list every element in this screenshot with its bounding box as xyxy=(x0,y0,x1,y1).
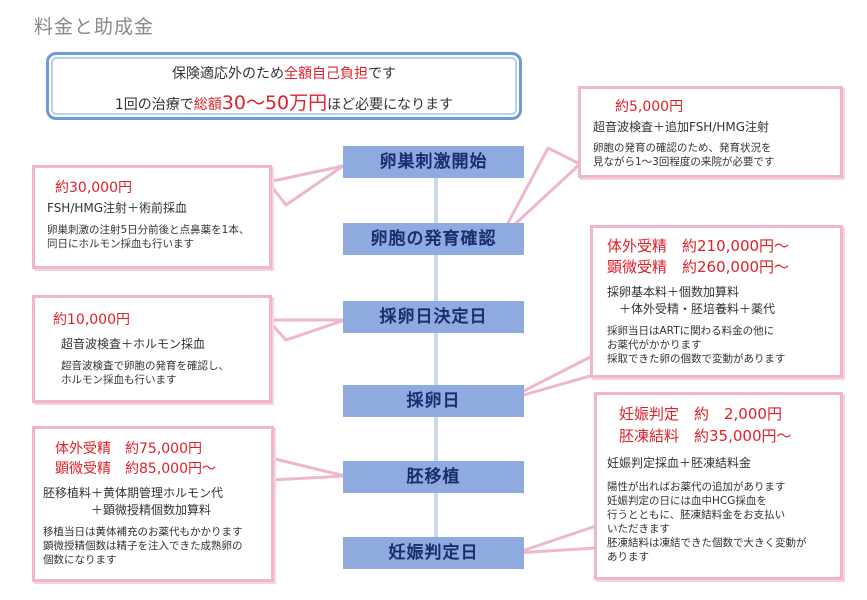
note-line: いただきます xyxy=(607,523,670,535)
cost-items: ＋顕微授精個数加算料 xyxy=(43,503,212,517)
step-embryo-transfer: 胚移植 xyxy=(343,461,524,493)
cost-items: 超音波検査＋ホルモン採血 xyxy=(61,337,206,351)
cost-items: ＋体外受精・胚培養料＋薬代 xyxy=(607,302,776,316)
pointer-decision xyxy=(266,318,347,342)
note-line: 見ながら1〜3回程度の来院が必要です xyxy=(593,156,775,168)
step-pregnancy-test: 妊娠判定日 xyxy=(343,537,524,569)
notice-text: です xyxy=(368,66,396,82)
callout-stimulation: 約30,000円 FSH/HMG注射＋術前採血 卵巣刺激の注射5日分前後と点鼻薬… xyxy=(32,165,272,269)
price: 体外受精 約75,000円 xyxy=(55,441,202,457)
note-line: 移植当日は黄体補充のお薬代もかかります xyxy=(43,526,243,538)
note-line: 胚凍結料は凍結できた個数で大きく変動が xyxy=(607,537,807,549)
note-line: 同日にホルモン採血も行います xyxy=(47,238,194,250)
self-pay-notice: 保険適応外のため全額自己負担です 1回の治療で総額30〜50万円ほど必要になりま… xyxy=(46,52,522,120)
notice-text: ほど必要になります xyxy=(327,97,454,113)
note-line: あります xyxy=(607,551,649,563)
price: 胚凍結料 約35,000円〜 xyxy=(619,427,792,445)
step-retrieval-decision: 採卵日決定日 xyxy=(343,301,524,333)
price: 妊娠判定 約 2,000円 xyxy=(619,405,782,423)
step-egg-retrieval: 採卵日 xyxy=(343,385,524,417)
note-line: 超音波検査で卵胞の発育を確認し、 xyxy=(61,360,229,372)
callout-retrieval: 体外受精 約210,000円〜 顕微受精 約260,000円〜 採卵基本料＋個数… xyxy=(590,225,843,378)
cost-items: 超音波検査＋追加FSH/HMG注射 xyxy=(593,120,770,134)
price: 約30,000円 xyxy=(55,180,132,196)
note-line: 採卵当日はARTに関わる料金の他に xyxy=(607,325,775,337)
cost-items: 採卵基本料＋個数加算料 xyxy=(607,285,740,299)
note-line: 個数になります xyxy=(43,554,117,566)
step-follicle-check: 卵胞の発育確認 xyxy=(343,223,524,255)
page-title: 料金と助成金 xyxy=(34,16,155,38)
pointer-transfer xyxy=(269,456,347,482)
notice-text: 保険適応外のため xyxy=(172,66,284,82)
pointer-pregnancy xyxy=(514,524,598,555)
notice-line-2: 1回の治療で総額30〜50万円ほど必要になります xyxy=(49,88,519,115)
notice-emphasis: 全額自己負担 xyxy=(284,66,368,82)
callout-decision: 約10,000円 超音波検査＋ホルモン採血 超音波検査で卵胞の発育を確認し、 ホ… xyxy=(32,295,272,403)
pointer-follicle xyxy=(498,146,582,240)
note-line: 卵胞の発育の確認のため、発育状況を xyxy=(593,142,772,154)
pointer-stimulation xyxy=(266,164,345,207)
step-ovarian-stimulation: 卵巣刺激開始 xyxy=(343,146,524,178)
notice-total-amount: 30〜50万円 xyxy=(221,92,328,114)
price: 体外受精 約210,000円〜 xyxy=(607,237,790,255)
note-line: 卵巣刺激の注射5日分前後と点鼻薬を1本、 xyxy=(47,224,250,236)
notice-text: 1回の治療で xyxy=(114,97,194,113)
note-line: 顕微授精個数は精子を注入できた成熟卵の xyxy=(43,540,243,552)
notice-line-1: 保険適応外のため全額自己負担です xyxy=(49,63,519,83)
cost-items: FSH/HMG注射＋術前採血 xyxy=(47,201,188,215)
cost-items: 胚移植料＋黄体期管理ホルモン代 xyxy=(43,486,224,500)
notice-emphasis: 総額 xyxy=(193,97,222,113)
note-line: 行うとともに、胚凍結料金をお支払い xyxy=(607,509,786,521)
note-line: ホルモン採血も行います xyxy=(61,374,177,386)
price: 顕微受精 約260,000円〜 xyxy=(607,258,790,276)
callout-pregnancy: 妊娠判定 約 2,000円 胚凍結料 約35,000円〜 妊娠判定採血＋胚凍結料… xyxy=(594,392,843,580)
callout-follicle: 約5,000円 超音波検査＋追加FSH/HMG注射 卵胞の発育の確認のため、発育… xyxy=(578,86,843,178)
price: 顕微受精 約85,000円〜 xyxy=(55,461,216,477)
note-line: お薬代がかかります xyxy=(607,339,702,351)
price: 約10,000円 xyxy=(53,312,130,328)
cost-items: 妊娠判定採血＋胚凍結料金 xyxy=(607,456,752,470)
timeline-spine xyxy=(434,160,438,560)
note-line: 陽性が出ればお薬代の追加があります xyxy=(607,481,786,493)
price: 約5,000円 xyxy=(615,99,684,115)
note-line: 採取できた卵の個数で変動があります xyxy=(607,353,786,365)
note-line: 妊娠判定の日には血中HCG採血を xyxy=(607,495,767,507)
callout-transfer: 体外受精 約75,000円 顕微受精 約85,000円〜 胚移植料＋黄体期管理ホ… xyxy=(32,426,274,582)
